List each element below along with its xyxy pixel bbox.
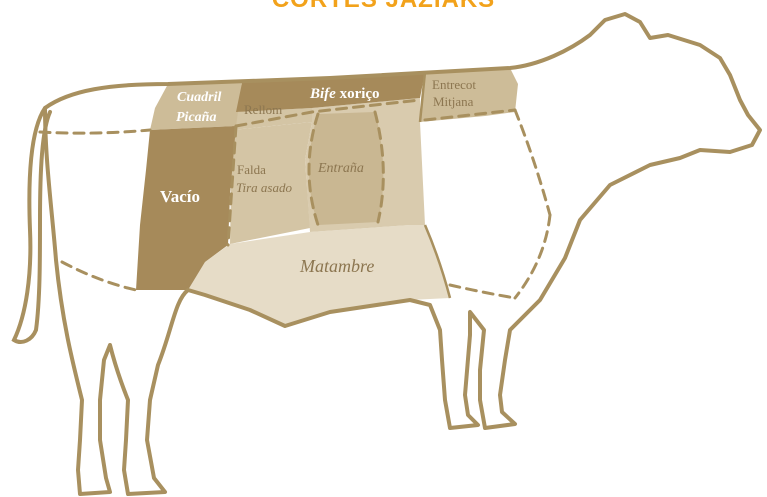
label-picana: Picaña xyxy=(176,110,216,125)
dashed-line-brisket xyxy=(450,285,515,298)
label-rellom: Rellom xyxy=(244,102,282,117)
label-tira-asado: Tira asado xyxy=(236,180,292,195)
label-vacio: Vacío xyxy=(160,187,200,206)
label-matambre: Matambre xyxy=(299,256,374,276)
label-bife-xorico: Bife xoriço xyxy=(309,86,380,102)
label-mitjana: Mitjana xyxy=(433,94,474,109)
dashed-line-round xyxy=(62,262,136,290)
label-falda: Falda xyxy=(237,162,266,177)
label-bife-xorico-rest: xoriço xyxy=(340,86,380,102)
label-bife-xorico-bold: Bife xyxy=(309,86,336,102)
label-entrana: Entraña xyxy=(317,161,364,176)
dashed-line-shoulder xyxy=(515,110,550,215)
label-entrecot: Entrecot xyxy=(432,77,476,92)
dashed-line-neck xyxy=(515,215,550,298)
dashed-line-rump xyxy=(40,130,150,133)
label-cuadril: Cuadril xyxy=(177,90,221,105)
cow-tail xyxy=(14,108,50,342)
